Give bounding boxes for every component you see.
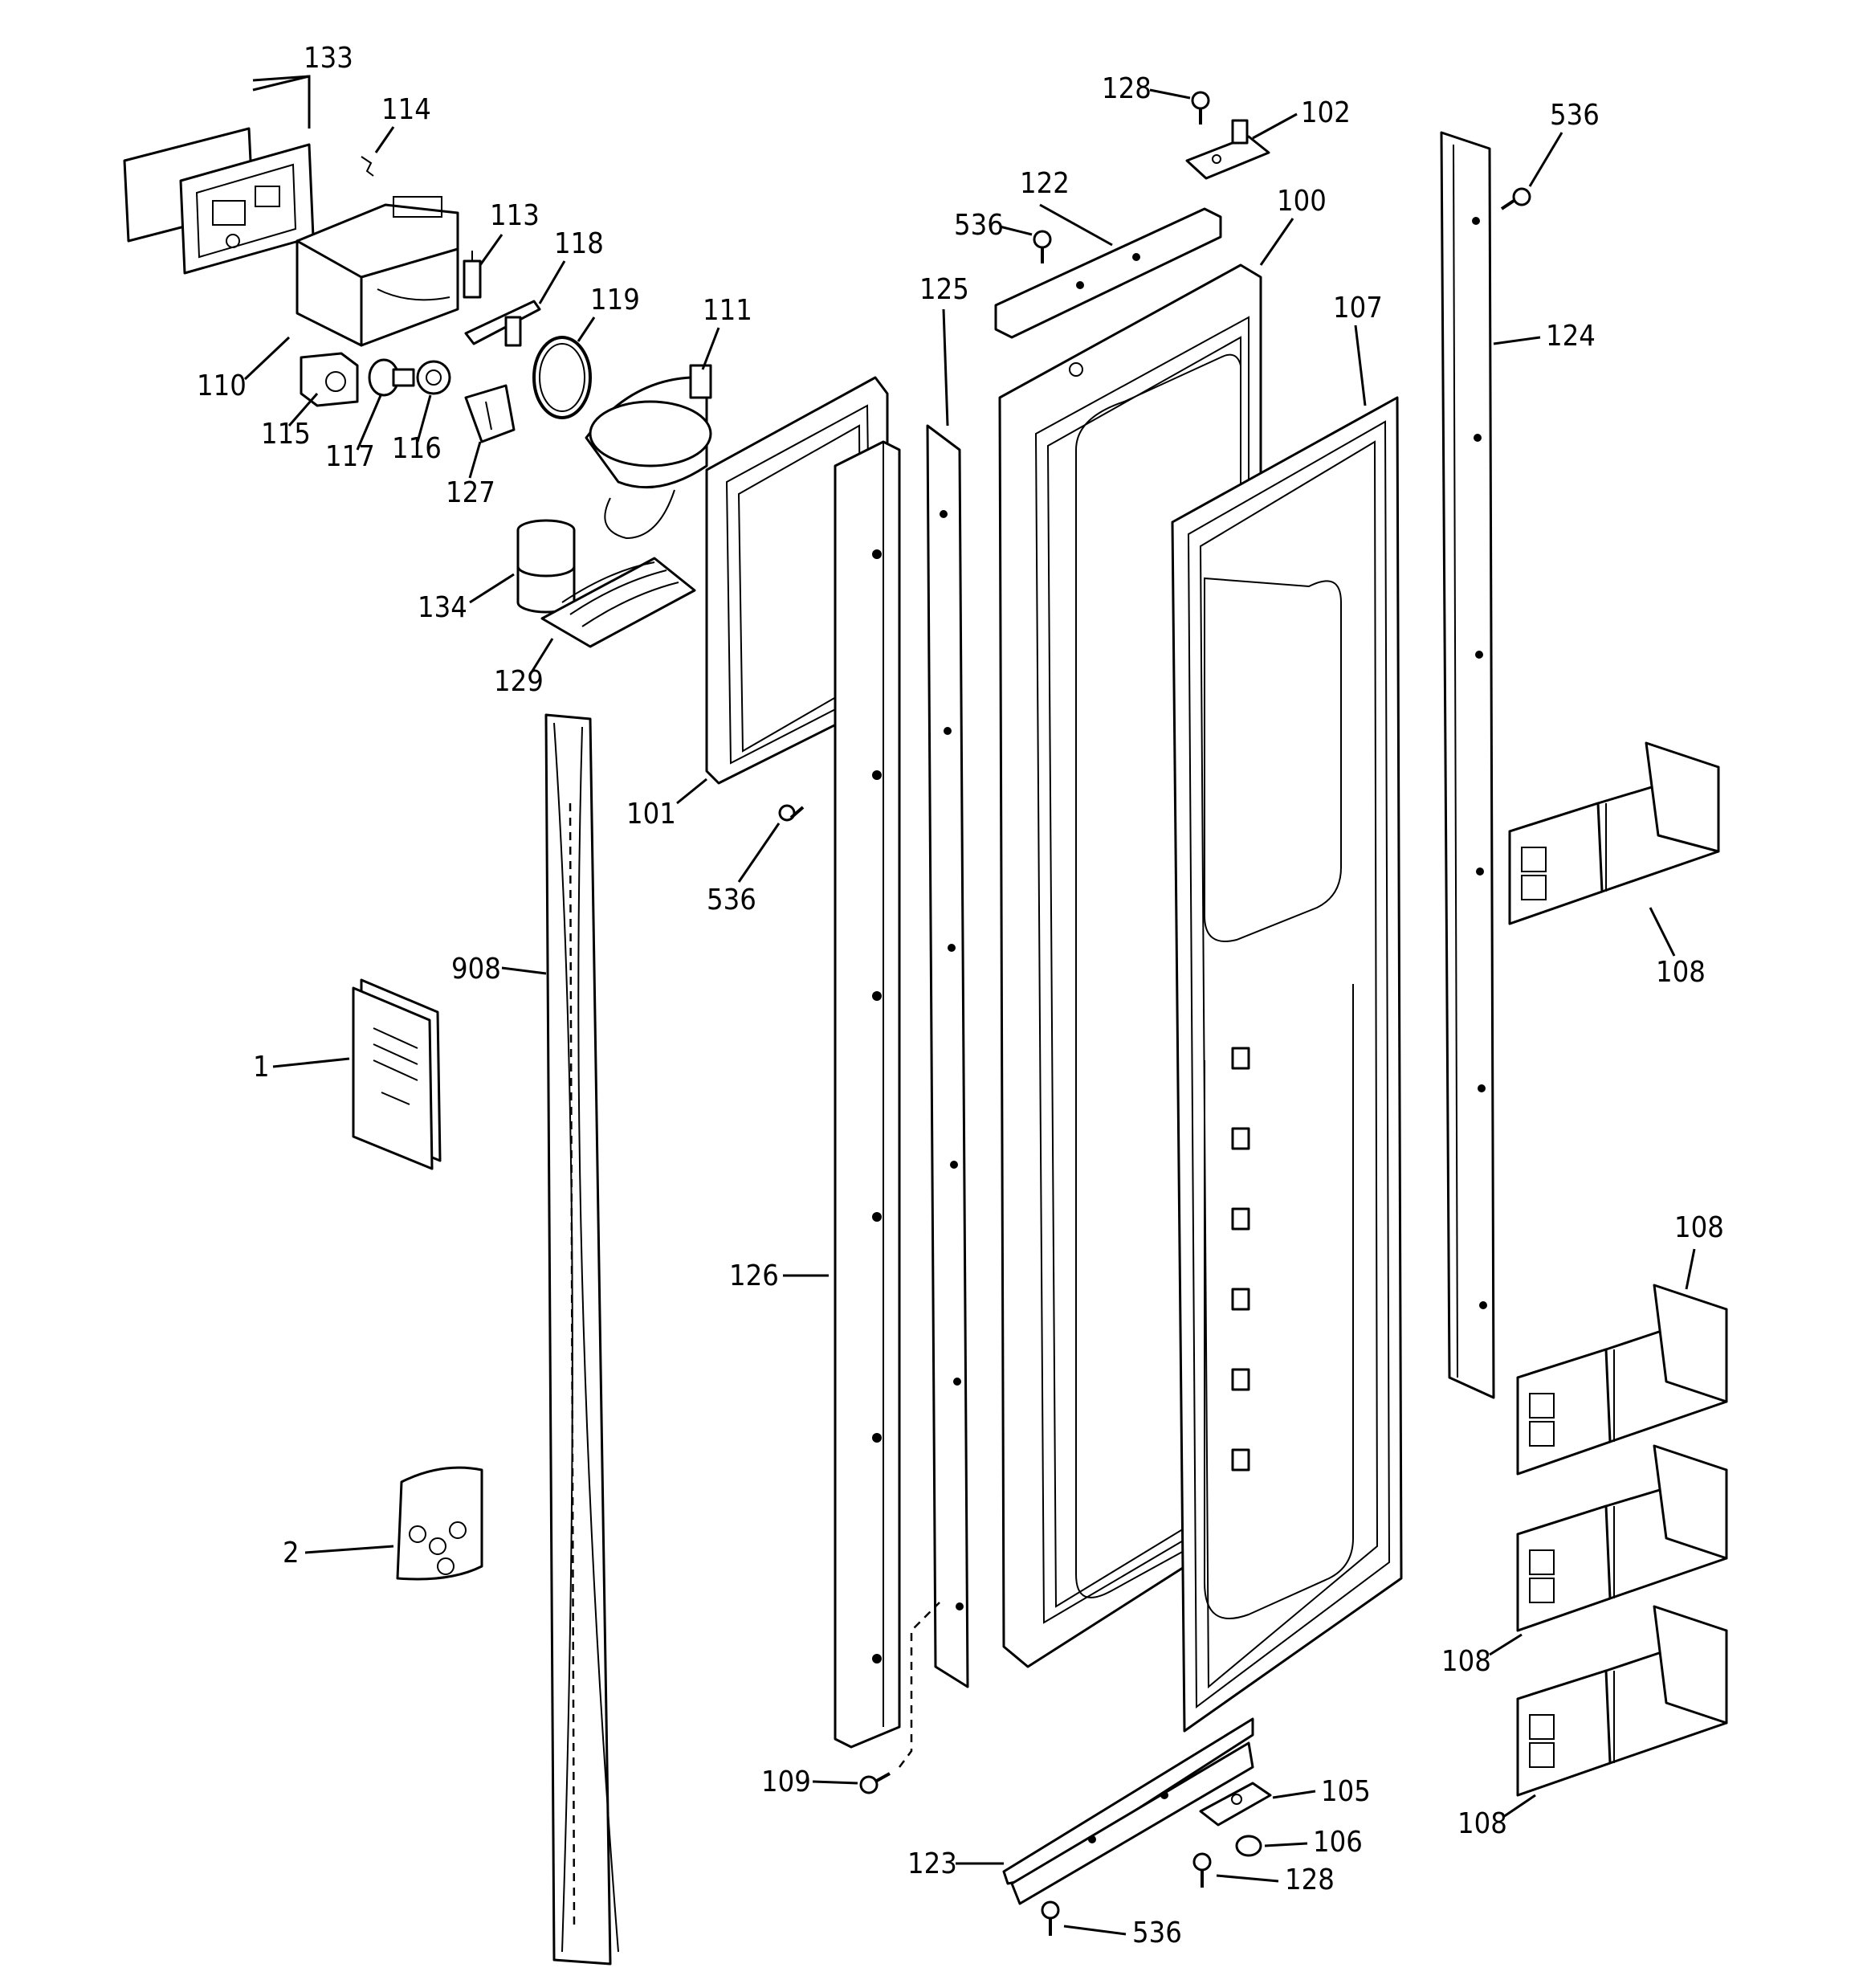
part-114-clip [361, 156, 374, 177]
callout-118: 118 [554, 227, 604, 260]
callout-125: 125 [919, 273, 969, 306]
callout-133: 133 [304, 42, 353, 75]
callout-114: 114 [381, 93, 431, 126]
callout-536-top: 536 [954, 209, 1004, 242]
callout-908: 908 [451, 953, 501, 986]
callout-126: 126 [729, 1259, 779, 1292]
part-108-bin-b [1516, 1284, 1728, 1476]
callout-536-bottom: 536 [1132, 1917, 1182, 1949]
callout-129: 129 [494, 665, 544, 698]
callout-536-right: 536 [1550, 99, 1600, 132]
callout-106: 106 [1313, 1826, 1363, 1859]
part-108-bin-c [1516, 1444, 1728, 1632]
callout-108-b: 108 [1674, 1211, 1724, 1244]
part-2-hardware-bag [396, 1466, 483, 1581]
part-102-top-hinge [1185, 119, 1270, 180]
part-109-screw [859, 1602, 940, 1794]
callout-536-mid: 536 [707, 884, 756, 916]
part-115-solenoid [300, 352, 359, 407]
callout-107: 107 [1333, 292, 1383, 325]
callout-116: 116 [392, 432, 442, 465]
part-122-top-trim [994, 207, 1222, 339]
callout-128-bottom: 128 [1285, 1863, 1335, 1896]
callout-119: 119 [590, 284, 640, 316]
part-536-screw-top [1033, 230, 1052, 263]
callout-100: 100 [1277, 185, 1327, 218]
callout-122: 122 [1020, 167, 1070, 200]
part-536-screw-mid [778, 804, 805, 822]
callout-123: 123 [907, 1847, 957, 1880]
part-127-bracket [464, 384, 516, 443]
part-128-screw-top [1191, 91, 1210, 125]
callout-117: 117 [325, 440, 375, 473]
callout-115: 115 [261, 418, 311, 451]
callout-128-top: 128 [1102, 72, 1152, 105]
part-108-bin-a [1508, 741, 1720, 925]
part-105-bottom-hinge [1199, 1782, 1272, 1827]
part-124-side-trim [1440, 131, 1495, 1399]
part-106-bushing [1235, 1835, 1262, 1857]
callout-111: 111 [703, 294, 752, 327]
part-134-cylinder [516, 519, 576, 614]
part-111-ice-chute [585, 364, 712, 540]
part-536-screw-bottom [1041, 1900, 1060, 1936]
callout-2: 2 [283, 1537, 300, 1570]
part-536-screw-right [1500, 187, 1531, 210]
callout-134: 134 [418, 591, 467, 624]
callout-108-c: 108 [1441, 1645, 1491, 1678]
part-116-gear [416, 360, 451, 395]
part-110-dispenser-housing [296, 196, 459, 347]
callout-105: 105 [1321, 1775, 1371, 1808]
part-1-manual [352, 978, 442, 1170]
callout-102: 102 [1301, 96, 1351, 129]
callout-127: 127 [446, 476, 495, 509]
part-113-switch [463, 251, 482, 299]
part-107-liner [1171, 396, 1403, 1733]
part-118-actuator [464, 300, 541, 347]
part-123-bottom-trim [1002, 1717, 1254, 1905]
part-128-screw-bottom [1192, 1852, 1212, 1888]
part-117-fitting [368, 358, 415, 397]
callout-110: 110 [197, 369, 247, 402]
part-119-ring [532, 336, 592, 419]
callout-109: 109 [761, 1766, 811, 1798]
part-908-gasket [544, 713, 619, 1966]
part-126-trim [834, 440, 901, 1749]
part-129-drip-grille [540, 557, 696, 648]
part-133-control-board [123, 127, 315, 275]
part-125-strip [926, 424, 969, 1688]
callout-108-d: 108 [1457, 1807, 1507, 1840]
callout-101: 101 [626, 798, 676, 831]
callout-108-a: 108 [1656, 956, 1706, 989]
callout-1: 1 [253, 1051, 270, 1084]
callout-124: 124 [1546, 320, 1596, 353]
callout-113: 113 [490, 199, 540, 232]
part-108-bin-d [1516, 1605, 1728, 1797]
